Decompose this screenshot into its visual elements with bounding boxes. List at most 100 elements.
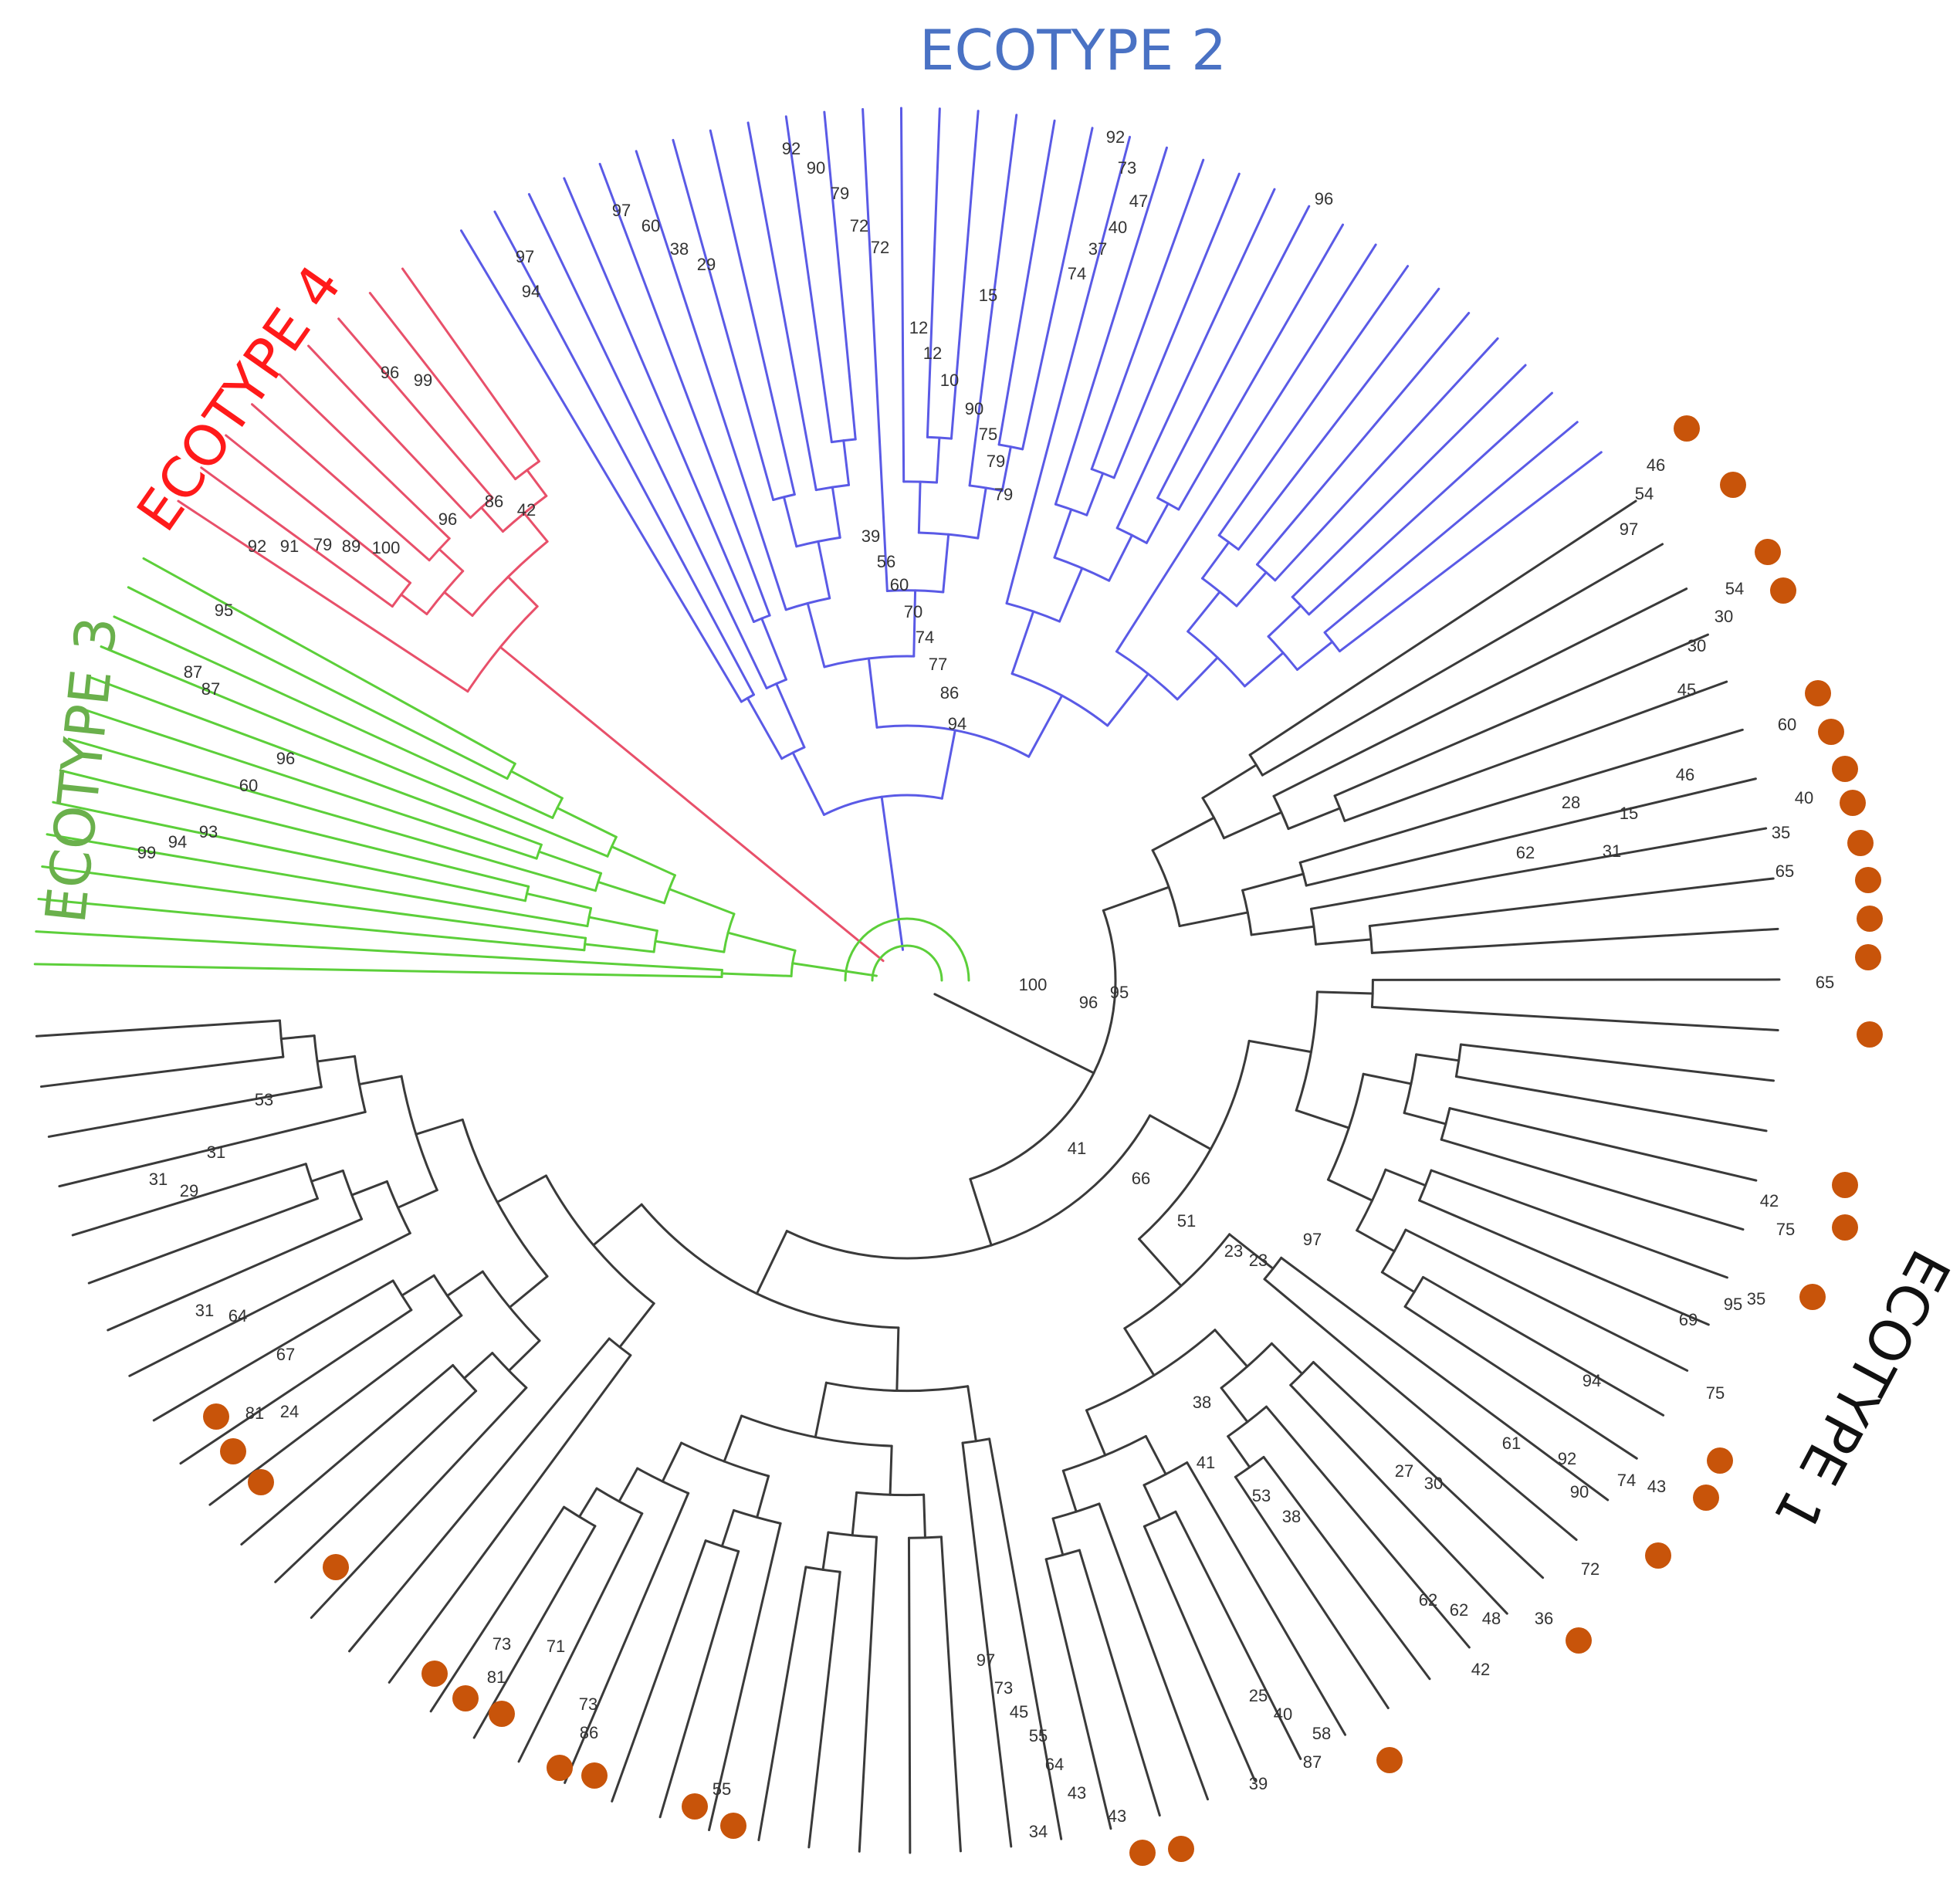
internal-stem xyxy=(1000,445,1012,493)
bootstrap-value: 92 xyxy=(1106,127,1125,147)
internal-stem xyxy=(1228,1233,1275,1270)
ecotype-3-label: ECOTYPE 3 xyxy=(33,614,130,926)
leaf-branch xyxy=(1323,421,1579,634)
bootstrap-value: 81 xyxy=(245,1403,264,1423)
orange-marker-icon xyxy=(1840,790,1866,816)
bootstrap-value: 31 xyxy=(207,1143,225,1162)
bootstrap-value: 60 xyxy=(239,776,258,795)
bootstrap-value: 87 xyxy=(201,679,220,699)
leaf-branch xyxy=(757,1566,807,1842)
internal-stem xyxy=(1267,604,1302,638)
leaf-branch xyxy=(968,113,1018,487)
orange-marker-icon xyxy=(1129,1840,1156,1866)
internal-stem xyxy=(508,1275,549,1309)
leaf-branch xyxy=(564,1491,690,1784)
internal-stem xyxy=(584,943,655,953)
orange-marker-icon xyxy=(1832,756,1858,782)
bootstrap-value: 41 xyxy=(1197,1453,1215,1472)
leaf-branch xyxy=(1044,1558,1112,1830)
leaf-branch xyxy=(598,162,771,617)
bootstrap-value: 92 xyxy=(782,139,801,158)
leaf-branch xyxy=(88,675,543,846)
leaf-branch xyxy=(899,107,906,483)
leaf-branch xyxy=(459,229,743,703)
bootstrap-value: 74 xyxy=(1617,1471,1636,1490)
internal-stem xyxy=(746,696,784,760)
internal-stem xyxy=(922,1493,926,1539)
leaf-branch xyxy=(1142,1525,1256,1782)
bootstrap-value: 79 xyxy=(313,535,332,554)
internal-stem xyxy=(791,751,825,816)
internal-stem xyxy=(1315,938,1373,946)
internal-stem xyxy=(537,850,603,875)
bootstrap-value: 42 xyxy=(1471,1660,1490,1679)
bootstrap-value: 56 xyxy=(877,552,895,571)
leaf-branch xyxy=(1261,543,1664,777)
orange-marker-icon xyxy=(1857,1021,1883,1048)
bootstrap-value: 94 xyxy=(168,832,187,851)
bootstrap-value: 66 xyxy=(1132,1169,1150,1188)
internal-stem xyxy=(1030,1041,1095,1075)
leaf-branch xyxy=(807,1570,841,1849)
leaf-branch xyxy=(1274,337,1499,582)
leaf-branch xyxy=(37,898,586,952)
orange-marker-icon xyxy=(1847,830,1874,856)
clade-stem xyxy=(889,864,905,951)
bootstrap-value: 53 xyxy=(1252,1486,1271,1505)
leaf-branch xyxy=(1289,1383,1508,1615)
bootstrap-value: 40 xyxy=(1795,788,1813,807)
internal-stem xyxy=(1223,811,1283,840)
leaf-branch xyxy=(1115,243,1377,653)
bootstrap-value: 93 xyxy=(199,822,218,841)
bootstrap-value: 35 xyxy=(1772,823,1790,842)
leaf-branch xyxy=(635,150,787,611)
root-arc xyxy=(871,944,943,982)
leaf-branch xyxy=(1054,146,1168,506)
internal-stem xyxy=(1085,1409,1107,1457)
internal-stem xyxy=(831,486,841,539)
orange-marker-icon xyxy=(1855,944,1881,970)
internal-stem xyxy=(889,1444,893,1496)
root-arc xyxy=(844,917,970,982)
bootstrap-value: 64 xyxy=(1045,1755,1064,1774)
internal-stem xyxy=(1051,1517,1065,1556)
bootstrap-value: 48 xyxy=(1482,1609,1501,1628)
internal-stem xyxy=(1186,591,1221,633)
bootstrap-value: 94 xyxy=(948,714,966,733)
internal-stem xyxy=(1200,540,1231,580)
leaf-branch xyxy=(1262,1455,1431,1681)
bootstrap-value: 97 xyxy=(1303,1230,1322,1249)
orange-marker-icon xyxy=(1566,1627,1592,1654)
leaf-branch xyxy=(1312,1360,1545,1579)
bootstrap-value: 29 xyxy=(697,255,716,274)
leaf-branch xyxy=(1291,364,1527,598)
bootstrap-value: 72 xyxy=(871,238,889,257)
leaf-branch xyxy=(401,267,540,463)
internal-stem xyxy=(1106,672,1149,727)
leaf-branch xyxy=(1090,158,1205,471)
bootstrap-value: 79 xyxy=(831,184,849,203)
internal-stem xyxy=(720,972,793,977)
internal-stem xyxy=(756,1474,770,1519)
internal-stem xyxy=(760,617,787,681)
bootstrap-value: 51 xyxy=(1177,1211,1196,1231)
orange-marker-icon xyxy=(421,1661,448,1687)
leaf-branch xyxy=(47,1085,323,1138)
leaf-branch xyxy=(1112,172,1241,479)
internal-stem xyxy=(969,1177,993,1247)
bootstrap-value: 55 xyxy=(713,1779,731,1799)
leaf-branch xyxy=(1448,1107,1758,1182)
orange-marker-icon xyxy=(1832,1214,1858,1241)
internal-stem xyxy=(1362,1072,1413,1085)
bootstrap-value: 46 xyxy=(1647,455,1665,475)
internal-stem xyxy=(1380,1271,1416,1294)
bootstrap-value: 94 xyxy=(522,282,540,301)
internal-stem xyxy=(316,1055,357,1063)
leaf-branch xyxy=(708,1522,782,1832)
bootstrap-value: 47 xyxy=(1129,191,1148,211)
internal-stem xyxy=(806,601,826,669)
leaf-branch xyxy=(1404,1228,1689,1372)
orange-marker-icon xyxy=(1693,1485,1719,1511)
bootstrap-value: 46 xyxy=(1676,765,1694,784)
internal-stem xyxy=(1295,640,1334,671)
